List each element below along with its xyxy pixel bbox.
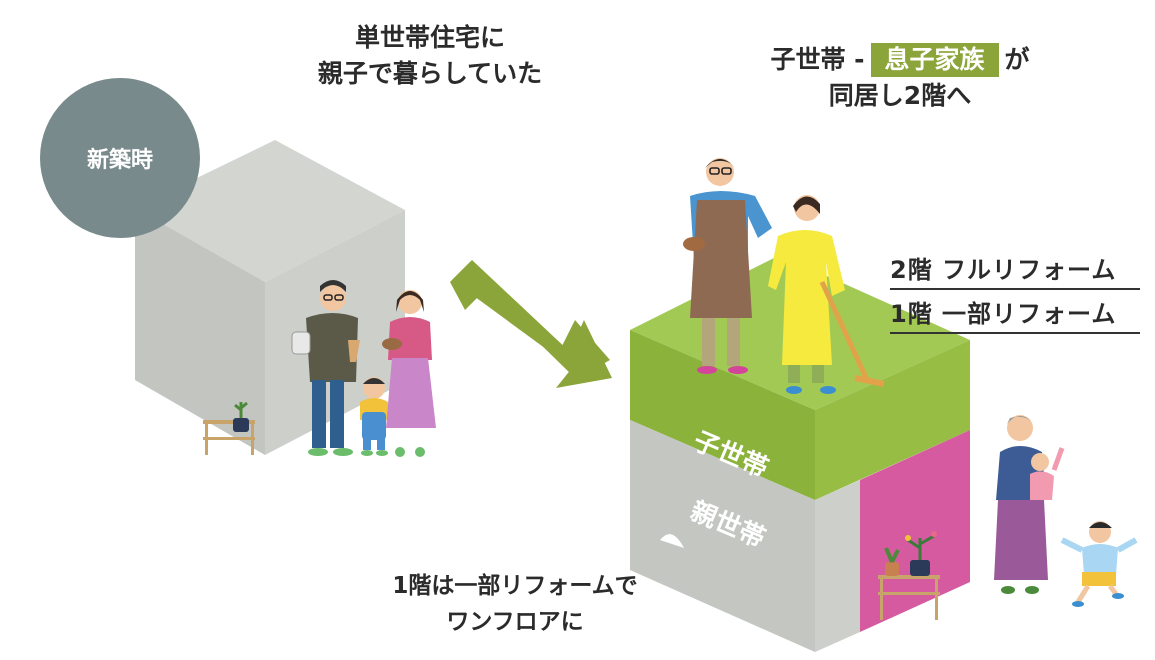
son-figure <box>683 158 772 374</box>
after-caption-prefix: 子世帯 - <box>770 45 865 74</box>
bottom-caption-line1: 1階は一部リフォームで <box>392 573 638 599</box>
before-caption: 単世帯住宅に 親子で暮らしていた <box>300 20 560 92</box>
new-build-badge: 新築時 <box>40 78 200 238</box>
grandmother-figure <box>994 415 1065 594</box>
before-caption-line1: 単世帯住宅に <box>354 23 505 52</box>
reform-floor1: 1階 一部リフォーム <box>890 294 1140 334</box>
before-caption-line2: 親子で暮らしていた <box>317 59 543 88</box>
plant-stand-left <box>203 401 255 455</box>
child-figure-left <box>360 377 388 456</box>
son-family-highlight: 息子家族 <box>870 43 999 77</box>
after-caption-suffix: が <box>1004 45 1030 74</box>
after-caption-line2: 同居し2階へ <box>828 81 972 110</box>
father-figure-left <box>291 280 360 456</box>
daughter-in-law-figure <box>768 195 885 394</box>
running-child-figure <box>1060 521 1138 607</box>
after-caption: 子世帯 -息子家族が 同居し2階へ <box>740 42 1060 114</box>
badge-label: 新築時 <box>86 148 153 173</box>
after-caption-line1: 子世帯 -息子家族が <box>740 42 1060 78</box>
bottom-caption-line2: ワンフロアに <box>446 609 584 635</box>
reform-floor2: 2階 フルリフォーム <box>890 250 1140 290</box>
plant-stand-right <box>878 531 940 620</box>
bottom-caption: 1階は一部リフォームで ワンフロアに <box>365 568 665 640</box>
mother-figure-left <box>382 290 436 457</box>
